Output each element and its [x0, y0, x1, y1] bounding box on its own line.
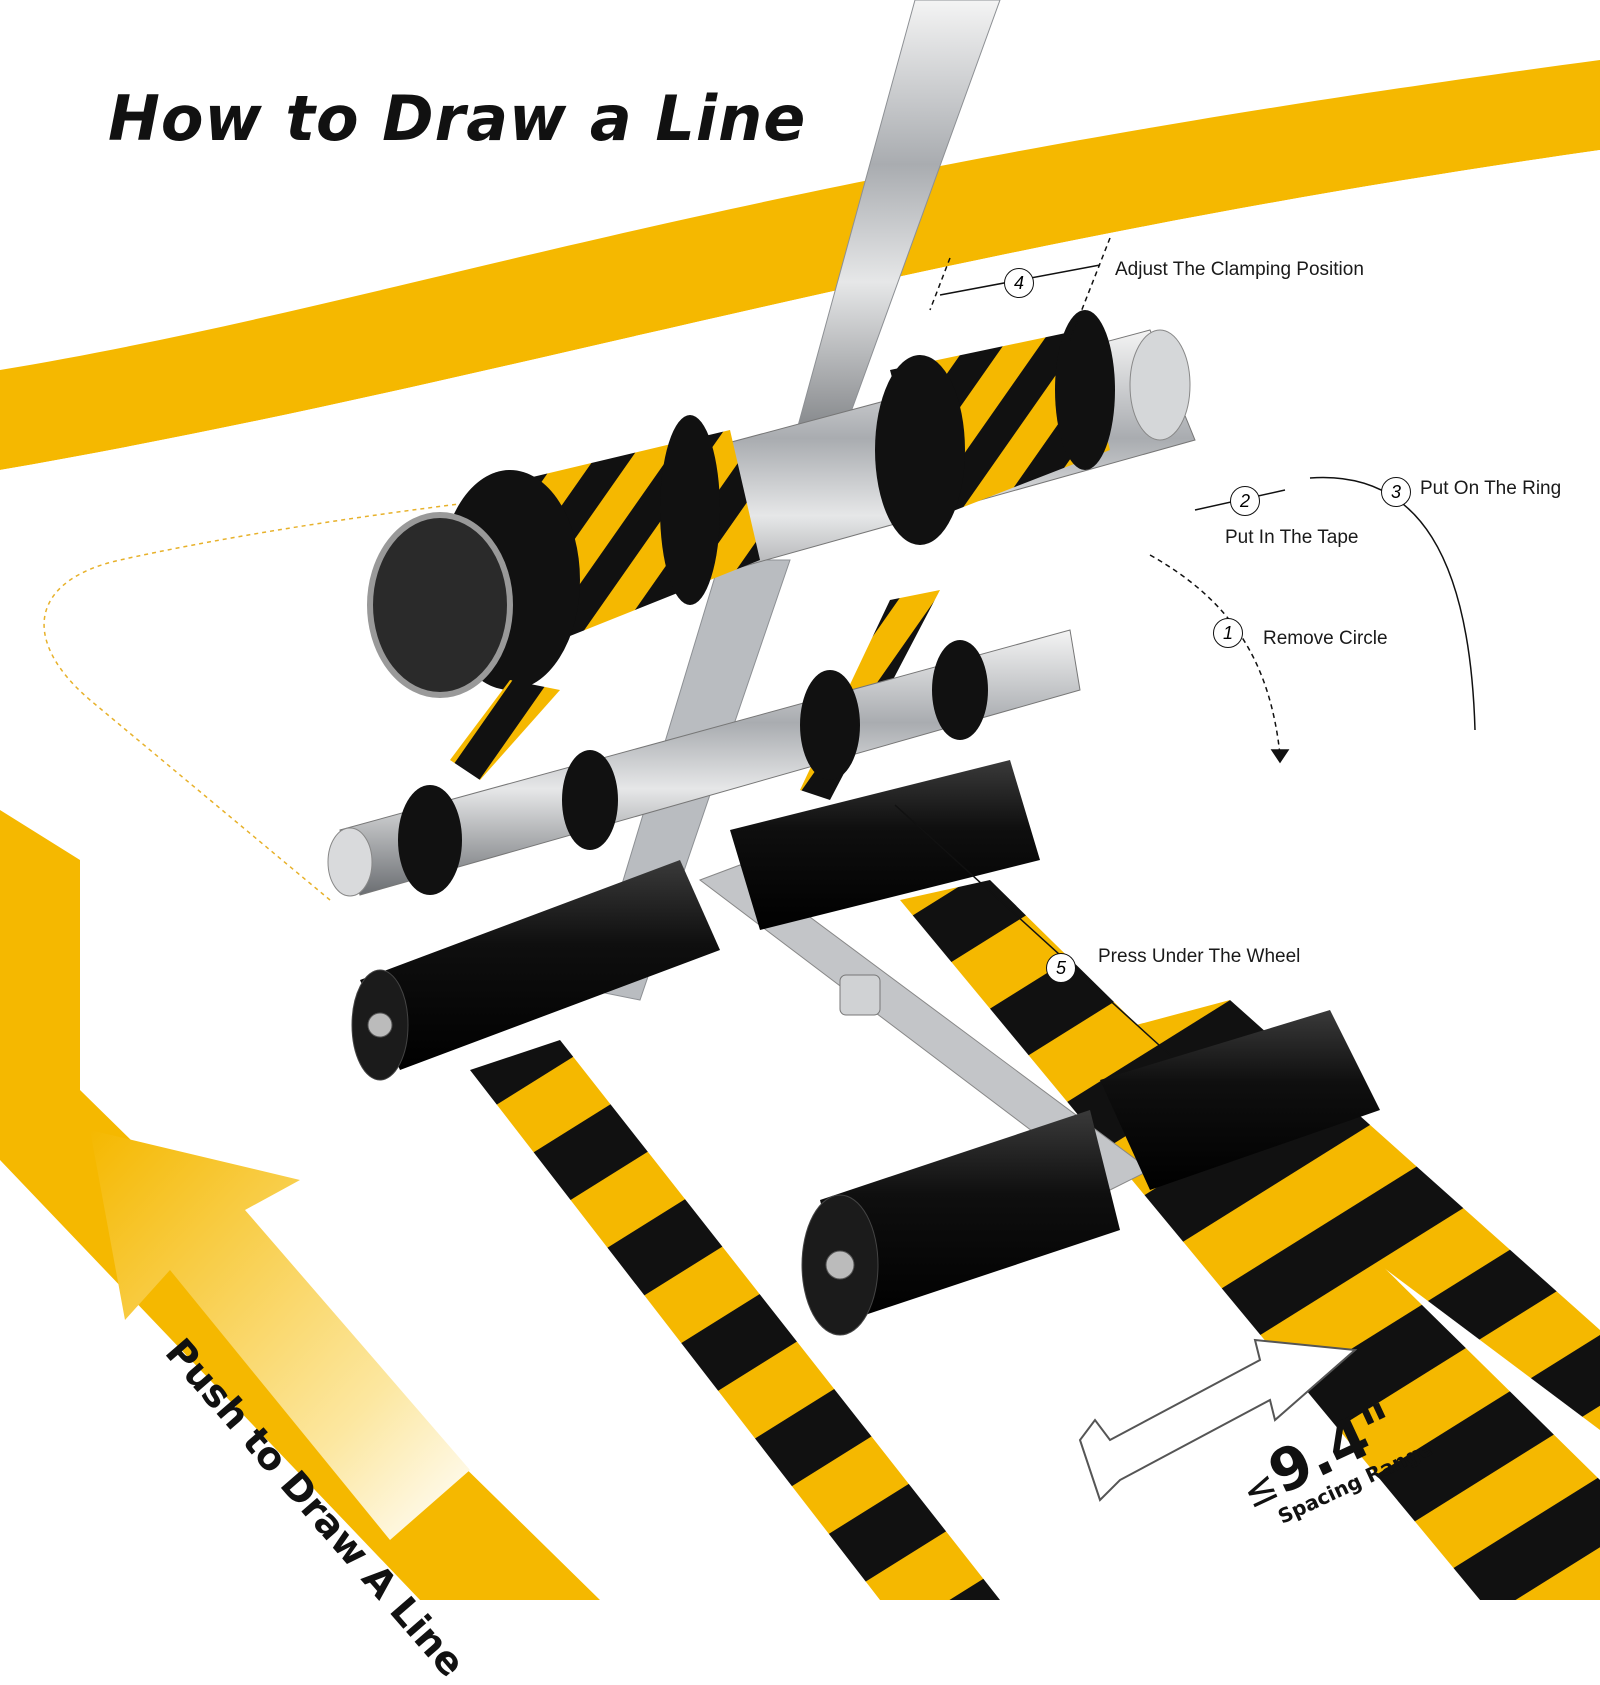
frame [698, 864, 1151, 1191]
step-4-number: 4 [1004, 268, 1034, 298]
illustration-canvas [0, 0, 1600, 1600]
push-arrow [90, 1130, 470, 1540]
spacing-arrow [1078, 1338, 1358, 1502]
rollers [351, 760, 1380, 1336]
step-3-label: Put On The Ring [1420, 478, 1562, 499]
page-title: How to Draw a Line [108, 82, 807, 155]
tape-axle [367, 310, 1196, 698]
step-2-number: 2 [1230, 486, 1260, 516]
step-2-label: Put In The Tape [1225, 527, 1359, 548]
step-5-label: Press Under The Wheel [1098, 946, 1301, 967]
step-5-number: 5 [1046, 953, 1076, 983]
guide-axle [327, 629, 1081, 897]
annotation-lines [894, 237, 1476, 1056]
step-4-label: Adjust The Clamping Position [1115, 259, 1364, 280]
step-3-number: 3 [1381, 477, 1411, 507]
step-1-number: 1 [1213, 618, 1243, 648]
step-1-label: Remove Circle [1263, 628, 1388, 649]
